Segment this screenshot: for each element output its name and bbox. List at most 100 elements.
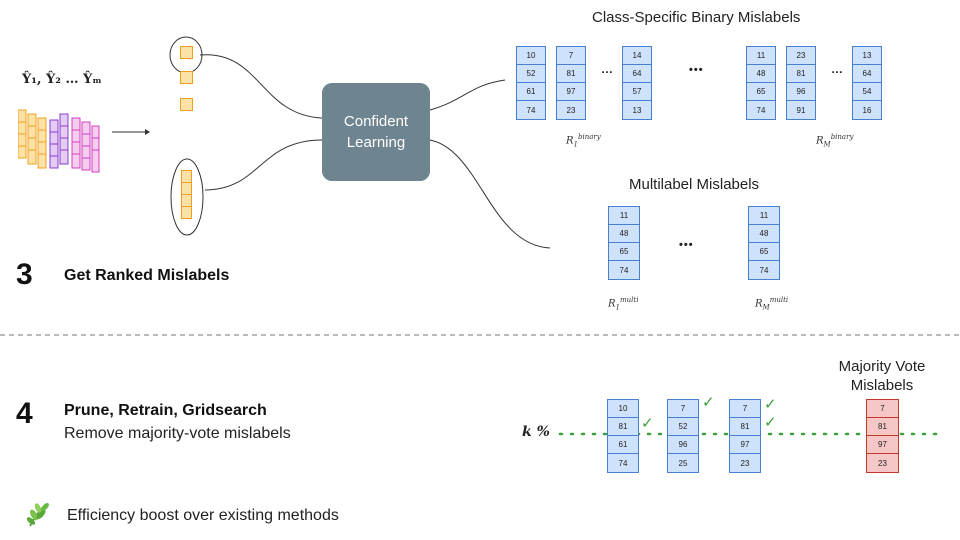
ellipsis-binary-right: … (831, 62, 844, 76)
orange-stack-vertical (181, 170, 192, 219)
table-cell: 10 (608, 400, 638, 418)
stack-orange-1 (18, 109, 27, 159)
check-icon: ✓ (641, 415, 654, 432)
table-cell: 91 (787, 101, 815, 119)
table-cell: 65 (749, 243, 779, 261)
table-cell: 54 (853, 83, 881, 101)
binary-column-6: 13 64 54 16 (852, 46, 882, 120)
table-cell: 57 (623, 83, 651, 101)
label-r1-binary-main: R (566, 135, 574, 147)
table-cell: 65 (747, 83, 775, 101)
multilabel-column-1: 11 48 65 74 (608, 206, 640, 280)
table-cell: 81 (608, 418, 638, 436)
connector-bottom (204, 139, 323, 191)
table-cell: 52 (668, 418, 698, 436)
majority-vote-column: 7 81 97 23 (866, 399, 899, 473)
table-cell: 10 (517, 47, 545, 65)
connector-top (199, 54, 323, 119)
vote-column-3: 7 81 97 23 (729, 399, 761, 473)
table-cell: 48 (747, 65, 775, 83)
connector-binary (429, 79, 506, 111)
ellipsis-binary-left: … (601, 62, 614, 76)
confident-learning-box: Confident Learning (322, 83, 430, 181)
threshold-label: k % (522, 424, 550, 440)
table-cell: 13 (623, 101, 651, 119)
table-cell: 11 (609, 207, 639, 225)
binary-section-title: Class-Specific Binary Mislabels (592, 9, 801, 26)
multilabel-section-title: Multilabel Mislabels (629, 176, 760, 193)
bottom-selection-ellipse (170, 158, 204, 236)
table-cell: 14 (623, 47, 651, 65)
stack-magenta-2 (81, 121, 91, 171)
step-4-subtitle: Remove majority-vote mislabels (64, 425, 291, 442)
step-4-title: Prune, Retrain, Gridsearch (64, 402, 267, 419)
label-rm-multi: RMmulti (755, 296, 788, 311)
vote-column-2: 7 52 96 25 (667, 399, 699, 473)
label-rm-binary-sub: M (823, 140, 831, 149)
label-rm-binary: RMbinary (816, 133, 853, 148)
check-icon: ✓ (764, 396, 777, 413)
table-cell: 23 (730, 454, 760, 472)
table-cell: 65 (609, 243, 639, 261)
table-cell: 48 (609, 225, 639, 243)
label-r1-binary: R1binary (566, 133, 601, 148)
label-r1-multi-sub: 1 (615, 303, 620, 312)
table-cell: 7 (730, 400, 760, 418)
label-r1-binary-sub: 1 (573, 140, 578, 149)
table-cell: 7 (668, 400, 698, 418)
table-cell: 23 (787, 47, 815, 65)
majority-vote-title: Majority Vote Mislabels (838, 358, 926, 394)
step-3-number: 3 (16, 258, 33, 291)
table-cell: 11 (747, 47, 775, 65)
orange-square-2 (180, 71, 193, 84)
orange-square-3 (180, 98, 193, 111)
stack-purple-1 (49, 119, 59, 169)
confident-learning-label: Confident Learning (343, 113, 409, 151)
binary-column-2: 7 81 97 23 (556, 46, 586, 120)
table-cell: 11 (749, 207, 779, 225)
binary-column-1: 10 52 61 74 (516, 46, 546, 120)
table-cell: 7 (867, 400, 898, 418)
orange-square-1 (180, 46, 193, 59)
table-cell: 74 (747, 101, 775, 119)
label-rm-multi-sub: M (762, 303, 770, 312)
table-cell: 97 (730, 436, 760, 454)
table-cell: 96 (668, 436, 698, 454)
step-4-number: 4 (16, 397, 33, 430)
stack-orange-2 (27, 113, 37, 165)
table-cell: 25 (668, 454, 698, 472)
ellipsis-multilabel: ••• (679, 239, 694, 251)
label-r1-multi: R1multi (608, 296, 638, 311)
table-cell: 81 (557, 65, 585, 83)
table-cell: 81 (730, 418, 760, 436)
table-cell: 52 (517, 65, 545, 83)
step-3-title: Get Ranked Mislabels (64, 267, 230, 284)
stack-magenta-3 (91, 125, 100, 173)
table-cell: 61 (608, 436, 638, 454)
stack-magenta-1 (71, 117, 81, 169)
connector-multi (429, 139, 551, 249)
table-cell: 7 (557, 47, 585, 65)
table-cell: 64 (623, 65, 651, 83)
leaf-icon (26, 503, 49, 527)
table-cell: 81 (787, 65, 815, 83)
binary-column-3: 14 64 57 13 (622, 46, 652, 120)
table-cell: 96 (787, 83, 815, 101)
table-cell: 13 (853, 47, 881, 65)
binary-column-4: 11 48 65 74 (746, 46, 776, 120)
label-r1-binary-sup: binary (578, 133, 601, 141)
table-cell: 64 (853, 65, 881, 83)
multilabel-column-2: 11 48 65 74 (748, 206, 780, 280)
table-cell: 74 (517, 101, 545, 119)
table-cell: 61 (517, 83, 545, 101)
ellipsis-binary-middle: ••• (689, 64, 704, 76)
table-cell: 74 (749, 261, 779, 279)
table-cell: 23 (867, 454, 898, 472)
prediction-stacks-icon (18, 109, 100, 173)
label-r1-multi-main: R (608, 298, 616, 310)
stack-purple-2 (59, 113, 69, 165)
table-cell: 97 (557, 83, 585, 101)
vote-column-1: 10 81 61 74 (607, 399, 639, 473)
stack-orange-3 (37, 117, 47, 169)
label-rm-binary-main: R (816, 135, 824, 147)
